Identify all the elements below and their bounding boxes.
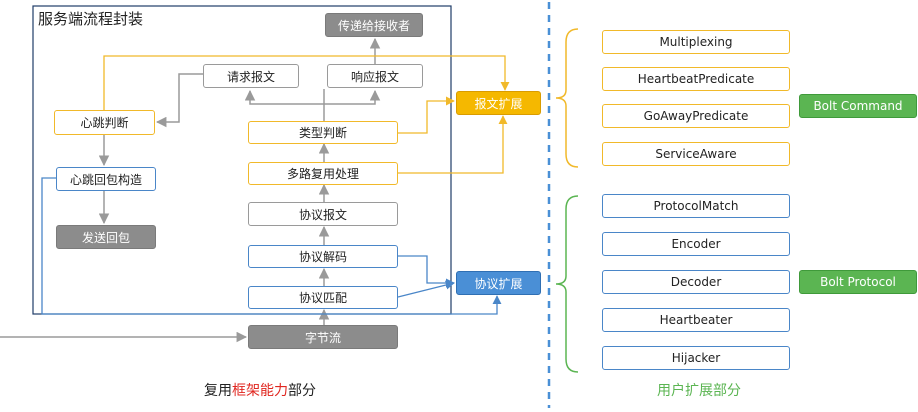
bolt-protocol-badge: Bolt Protocol: [799, 270, 917, 294]
response-message-node: 响应报文: [327, 64, 423, 88]
protocol-brace: [555, 195, 579, 373]
command-brace: [555, 28, 579, 168]
command-item: ServiceAware: [602, 142, 790, 166]
byte-stream-node: 字节流: [248, 325, 398, 349]
protocol-item: Heartbeater: [602, 308, 790, 332]
command-item: GoAwayPredicate: [602, 104, 790, 128]
protocol-item: Hijacker: [602, 346, 790, 370]
heartbeat-build-node: 心跳回包构造: [56, 167, 156, 191]
heartbeat-judge-node: 心跳判断: [54, 110, 155, 135]
command-item: HeartbeatPredicate: [602, 67, 790, 91]
bolt-command-badge: Bolt Command: [799, 94, 917, 118]
multiplex-node: 多路复用处理: [248, 162, 398, 185]
send-back-node: 发送回包: [56, 225, 156, 249]
caption-prefix: 复用: [204, 383, 232, 399]
framework-title: 服务端流程封装: [38, 10, 144, 28]
protocol-item: Encoder: [602, 232, 790, 256]
command-item: Multiplexing: [602, 30, 790, 54]
caption-highlight: 框架能力: [232, 383, 288, 399]
request-message-node: 请求报文: [203, 64, 299, 88]
protocol-item: ProtocolMatch: [602, 194, 790, 218]
caption-suffix: 部分: [288, 383, 316, 399]
protocol-match-node: 协议匹配: [248, 286, 398, 309]
protocol-decode-node: 协议解码: [248, 245, 398, 268]
message-extension-node: 报文扩展: [456, 91, 541, 115]
framework-caption: 复用框架能力部分: [204, 380, 316, 400]
extension-caption: 用户扩展部分: [657, 383, 741, 399]
protocol-message-node: 协议报文: [248, 202, 398, 226]
protocol-item: Decoder: [602, 270, 790, 294]
deliver-to-receiver-node: 传递给接收者: [325, 13, 423, 37]
protocol-extension-node: 协议扩展: [456, 271, 541, 295]
type-judge-node: 类型判断: [248, 121, 398, 144]
